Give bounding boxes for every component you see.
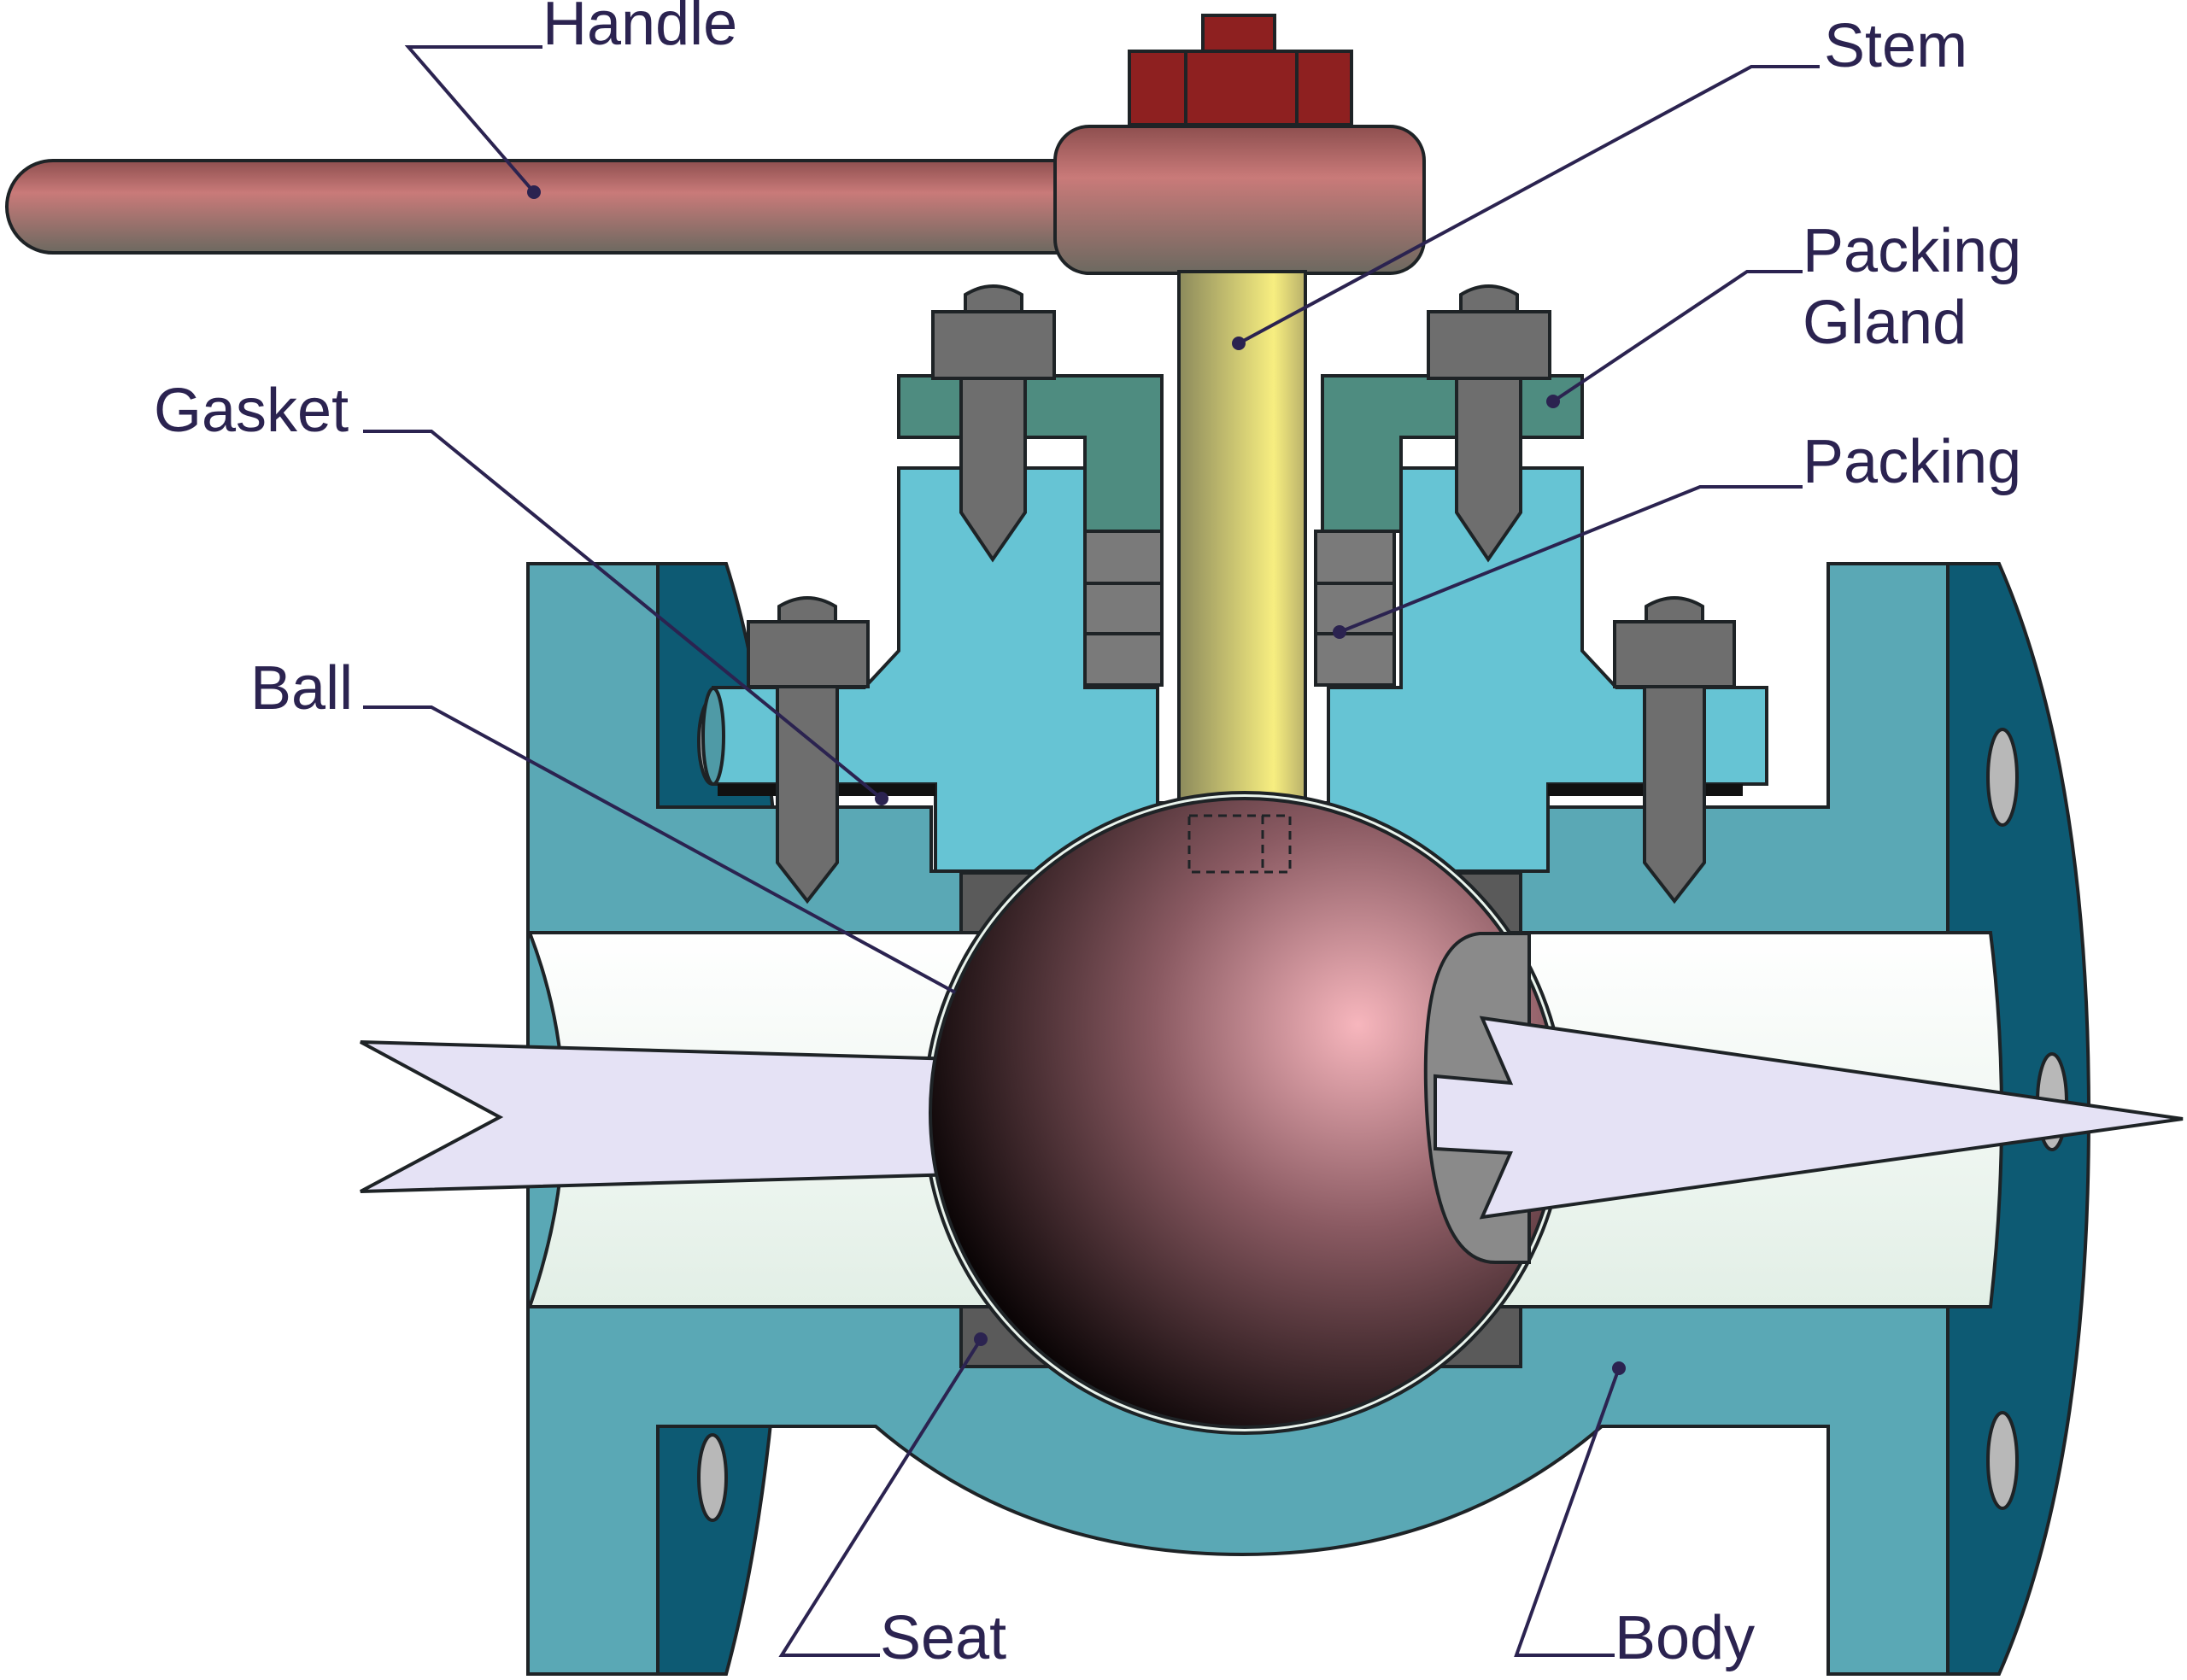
handle-nut (1128, 14, 1353, 126)
label-stem: Stem (1824, 12, 1967, 80)
leader-packing (1339, 485, 1803, 634)
stem-part (1177, 270, 1307, 828)
bolt-gland-right (1427, 284, 1551, 563)
label-seat: Seat (880, 1604, 1006, 1672)
label-ball: Ball (250, 654, 353, 723)
label-packing-gland-line1: Packing (1803, 217, 2021, 285)
leader-ball (363, 705, 956, 994)
leader-packing-gland (1551, 270, 1803, 403)
labels: Handle Stem Packing Gland Packing Gasket… (154, 0, 2021, 1672)
label-body: Body (1615, 1604, 1755, 1672)
leader-gasket (363, 430, 883, 800)
bolt-gland-left (931, 284, 1056, 563)
handle-part (5, 125, 1426, 275)
label-packing: Packing (1803, 428, 2021, 496)
flow-arrow-outlet (1434, 1016, 2184, 1220)
packing-part (1083, 530, 1396, 687)
leader-seat (778, 1338, 982, 1657)
bolt-bonnet-left (747, 596, 870, 904)
flow-arrow-inlet (360, 1040, 959, 1193)
leader-stem (1238, 65, 1820, 345)
leader-handle (404, 45, 542, 194)
bolts (747, 284, 1736, 904)
leader-body (1514, 1367, 1621, 1657)
label-handle: Handle (542, 0, 737, 58)
label-gasket: Gasket (154, 377, 349, 445)
label-packing-gland-line2: Gland (1803, 289, 1967, 357)
bolt-bonnet-right (1613, 596, 1736, 904)
leader-lines (363, 45, 1820, 1657)
